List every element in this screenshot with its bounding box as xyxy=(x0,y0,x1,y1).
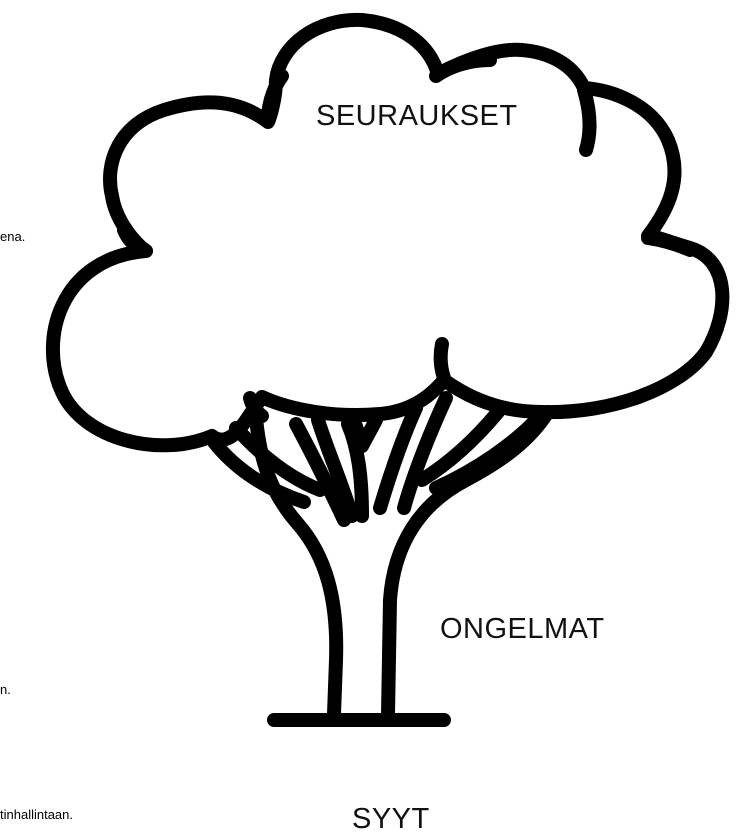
problems-label: ONGELMAT xyxy=(440,612,605,646)
canopy-curl xyxy=(436,60,490,76)
canopy-curl xyxy=(441,344,444,378)
canopy-outline xyxy=(53,20,722,445)
consequences-label: SEURAUKSET xyxy=(316,99,518,133)
causes-label: SYYT xyxy=(352,802,430,836)
canopy-curl xyxy=(584,90,590,150)
trunk-outline xyxy=(388,412,548,714)
